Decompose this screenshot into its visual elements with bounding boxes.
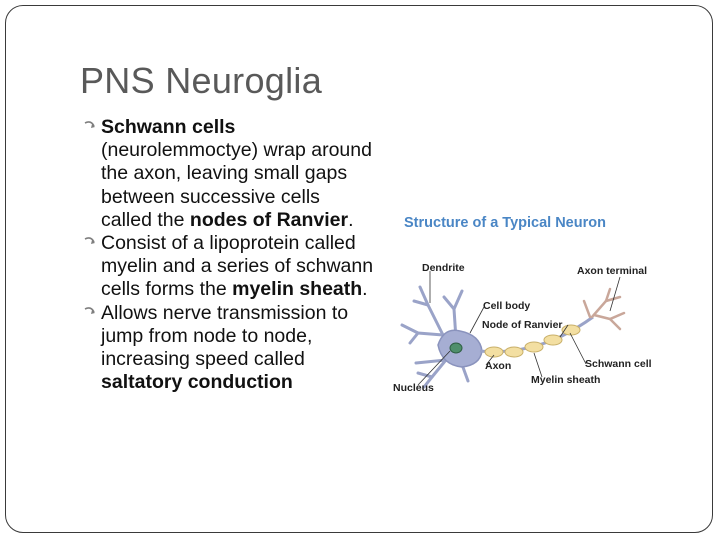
bullet-text-bold: nodes of Ranvier (189, 208, 349, 231)
bullet-text: Consist of a lipoprotein called myelin a… (101, 232, 374, 301)
bullet-text: . (362, 278, 368, 301)
label-dendrite: Dendrite (422, 262, 465, 274)
bullet-item: Consist of a lipoprotein called myelin a… (84, 232, 374, 302)
bullet-text-bold: saltatory conduction (101, 371, 293, 394)
bullet-item: Schwann cells (neurolemmoctye) wrap arou… (84, 116, 374, 232)
label-nucleus: Nucleus (393, 382, 434, 394)
bullet-item: Allows nerve transmission to jump from n… (84, 302, 374, 395)
bullet-arrow-icon (84, 233, 98, 253)
bullet-text: (neurolemmoctye) wrap around the axon, l… (101, 139, 372, 231)
bullet-text-bold: Schwann cells (101, 116, 236, 138)
slide-frame (5, 5, 713, 533)
label-axon-terminal: Axon terminal (577, 265, 647, 277)
bullet-arrow-icon (84, 117, 98, 137)
bullet-text: . (348, 208, 354, 231)
slide-title: PNS Neuroglia (80, 60, 323, 101)
label-node-of-ranvier: Node of Ranvier (482, 319, 563, 331)
label-schwann-cell: Schwann cell (585, 358, 652, 370)
dendrite-shape (400, 285, 470, 389)
myelin-sheath-shape (484, 324, 581, 358)
nucleus-shape (449, 342, 463, 354)
label-myelin-sheath: Myelin sheath (531, 374, 600, 386)
bullet-arrow-icon (84, 303, 98, 323)
diagram-title: Structure of a Typical Neuron (404, 215, 606, 231)
axon-terminal-shape (582, 287, 626, 331)
label-axon: Axon (485, 360, 511, 372)
bullet-text: Allows nerve transmission to jump from n… (101, 301, 349, 371)
bullet-text-bold: myelin sheath (232, 278, 363, 301)
bullet-list: Schwann cells (neurolemmoctye) wrap arou… (84, 116, 374, 394)
label-cell-body: Cell body (483, 300, 530, 312)
neuron-diagram: Structure of a Typical Neuron (393, 215, 652, 394)
